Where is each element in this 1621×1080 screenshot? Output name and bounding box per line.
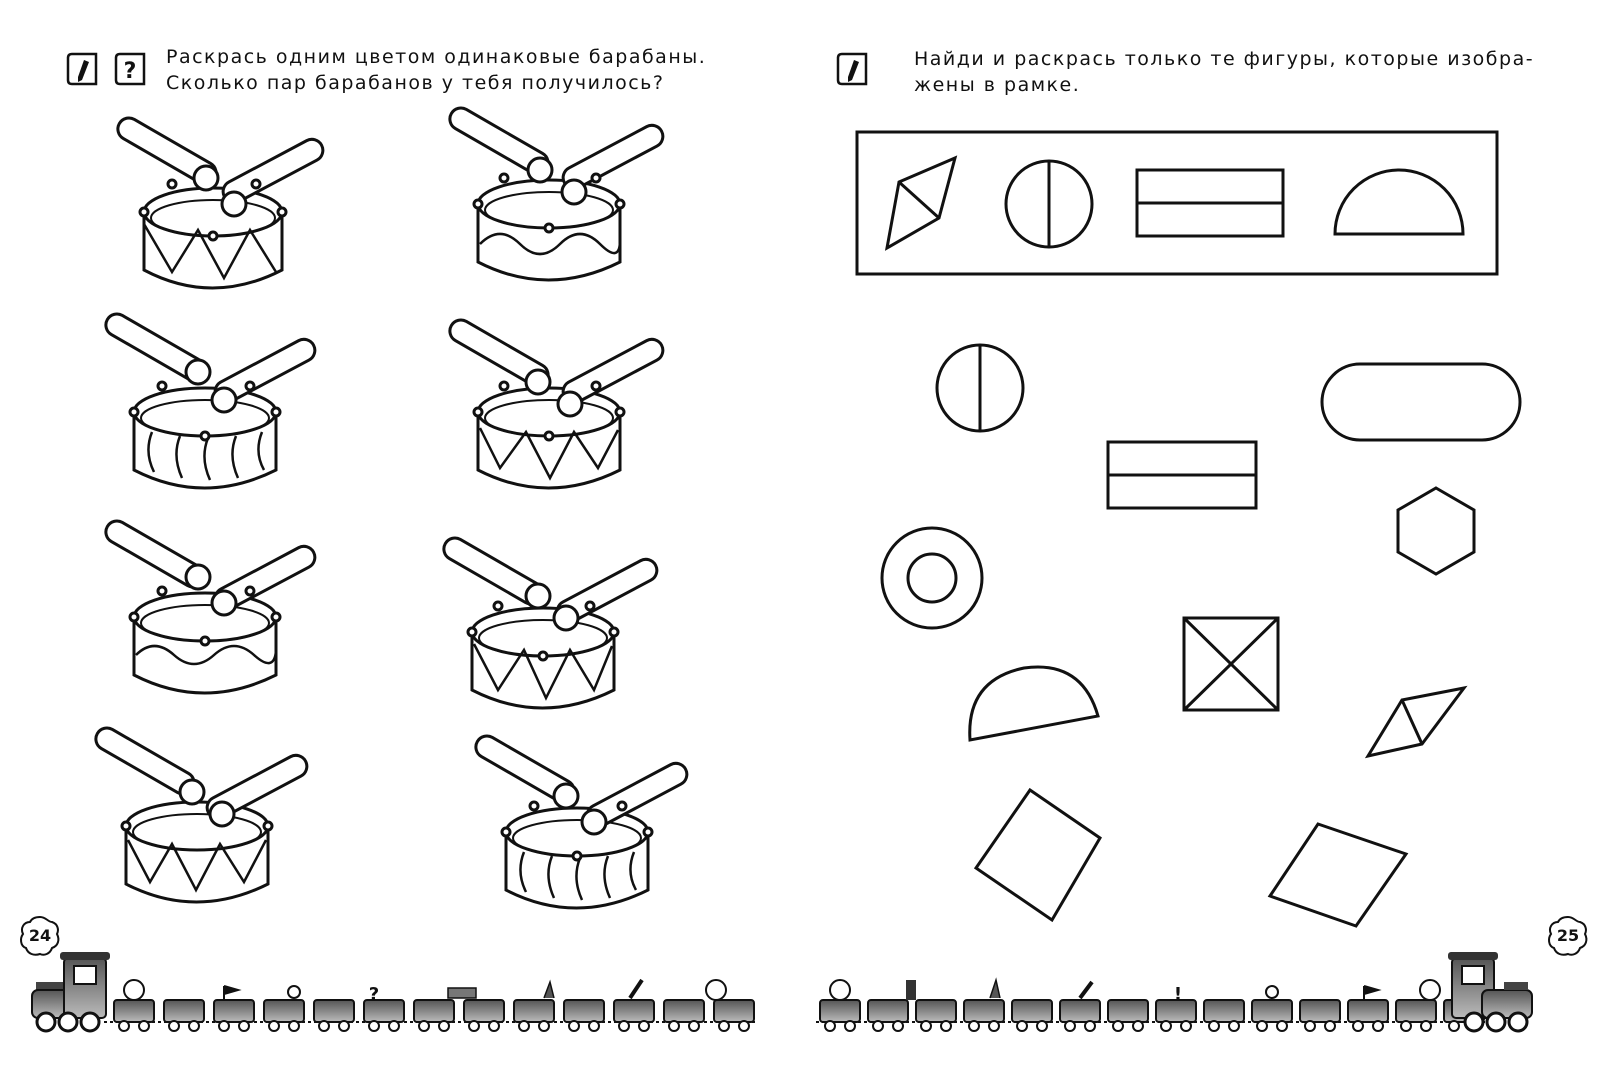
shape-circle-split <box>935 343 1025 433</box>
drum-8 <box>474 734 689 910</box>
frame-circle-split <box>1004 159 1094 249</box>
instruction-line-2: Сколько пар барабанов у тебя получилось? <box>166 72 665 94</box>
drum-1 <box>116 116 325 290</box>
shape-ring <box>880 526 984 630</box>
page-number-badge <box>20 915 60 956</box>
question-icon: ? <box>114 52 146 86</box>
svg-text:?: ? <box>369 984 379 1005</box>
train-right: ! <box>816 952 1533 1033</box>
drum-2 <box>448 106 665 282</box>
pencil-icon <box>836 52 868 86</box>
page-number: 24 <box>28 926 52 945</box>
instruction-line-2: жены в рамке. <box>914 74 1081 96</box>
instruction-line-1: Раскрась одним цветом одинаковые барабан… <box>166 46 707 68</box>
drum-4 <box>448 318 665 490</box>
drum-3 <box>104 312 317 490</box>
left-page: ? Раскрась одним цветом одинаковые бараб… <box>0 0 810 1080</box>
page-number-badge <box>1548 915 1588 956</box>
shape-rhombus-split <box>1364 685 1468 759</box>
shape-stadium <box>1320 362 1522 442</box>
frame-rectangle-split <box>1135 168 1285 238</box>
svg-text:?: ? <box>124 59 137 84</box>
train-left: ? <box>31 952 758 1033</box>
drum-5 <box>104 519 317 695</box>
shape-hexagon <box>1396 486 1476 576</box>
right-page: Найди и раскрась только те фигуры, котор… <box>810 0 1621 1080</box>
frame-semicircle <box>1333 168 1465 236</box>
drum-6 <box>442 536 659 710</box>
shapes-area <box>880 343 1522 928</box>
pencil-icon <box>66 52 98 86</box>
page-number: 25 <box>1556 926 1580 945</box>
shape-rhombus <box>1267 822 1409 928</box>
drum-7 <box>94 726 309 904</box>
shape-semicircle <box>968 665 1100 742</box>
shape-square-cross <box>1182 616 1280 712</box>
frame-rhombus-split <box>884 155 958 251</box>
shape-square <box>973 787 1102 923</box>
instruction-text: Раскрась одним цветом одинаковые барабан… <box>166 44 746 96</box>
instruction-line-1: Найди и раскрась только те фигуры, котор… <box>914 48 1535 70</box>
shape-rectangle-split <box>1106 440 1258 510</box>
reference-frame <box>855 130 1499 276</box>
svg-text:!: ! <box>1174 984 1182 1005</box>
instruction-text: Найди и раскрась только те фигуры, котор… <box>914 46 1554 98</box>
